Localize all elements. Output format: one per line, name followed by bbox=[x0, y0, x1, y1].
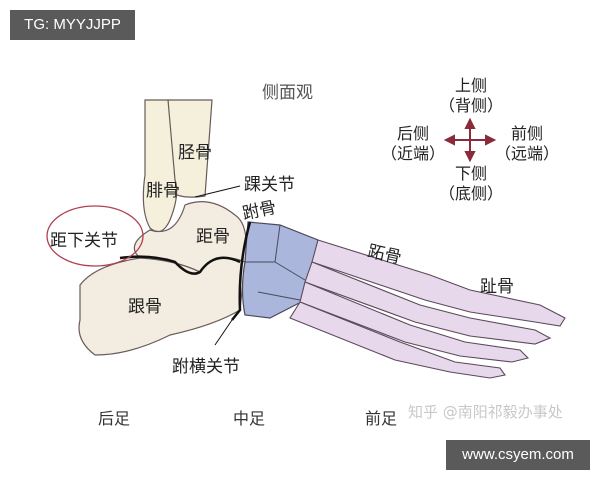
orientation-down-sub: （底侧） bbox=[438, 184, 503, 203]
orientation-down: 下侧 （底侧） bbox=[436, 164, 506, 204]
label-tibia: 胫骨 bbox=[178, 143, 212, 163]
orientation-front-sub: （远端） bbox=[494, 144, 559, 163]
watermark-badge-top: TG: MYYJJPP bbox=[10, 10, 135, 40]
label-ankle-joint: 踝关节 bbox=[244, 175, 295, 195]
region-hindfoot: 后足 bbox=[98, 409, 131, 428]
label-fibula: 腓骨 bbox=[146, 181, 180, 201]
label-talus: 距骨 bbox=[196, 227, 230, 247]
transverse-tarsal-joint-line bbox=[231, 221, 252, 321]
label-calcaneus: 跟骨 bbox=[128, 297, 162, 317]
orientation-up-label: 上侧 bbox=[454, 76, 487, 95]
orientation-front: 前侧 （远端） bbox=[492, 124, 562, 164]
orientation-up-sub: （背侧） bbox=[438, 96, 503, 115]
region-forefoot: 前足 bbox=[365, 409, 398, 428]
orientation-up: 上侧 （背侧） bbox=[436, 76, 506, 116]
orientation-back: 后侧 （近端） bbox=[378, 124, 448, 164]
orientation-back-label: 后侧 bbox=[396, 124, 429, 143]
calcaneus-bone bbox=[78, 257, 246, 356]
orientation-front-label: 前侧 bbox=[510, 124, 543, 143]
orientation-down-label: 下侧 bbox=[454, 164, 487, 183]
fibula-bone bbox=[142, 99, 178, 233]
diagram-title: 侧面观 bbox=[262, 83, 313, 103]
subtalar-joint-line bbox=[119, 255, 241, 275]
orientation-back-sub: （近端） bbox=[380, 144, 445, 163]
subtalar-joint-highlight bbox=[46, 205, 144, 267]
direction-arrows bbox=[443, 117, 497, 163]
label-subtalar-joint: 距下关节 bbox=[50, 231, 118, 251]
label-transverse-tarsal-joint: 跗横关节 bbox=[172, 357, 240, 377]
label-phalanges: 趾骨 bbox=[480, 277, 514, 297]
region-midfoot: 中足 bbox=[233, 409, 266, 428]
watermark-badge-bottom: www.csyem.com bbox=[446, 440, 590, 470]
credit-watermark: 知乎 @南阳祁毅办事处 bbox=[408, 403, 563, 421]
